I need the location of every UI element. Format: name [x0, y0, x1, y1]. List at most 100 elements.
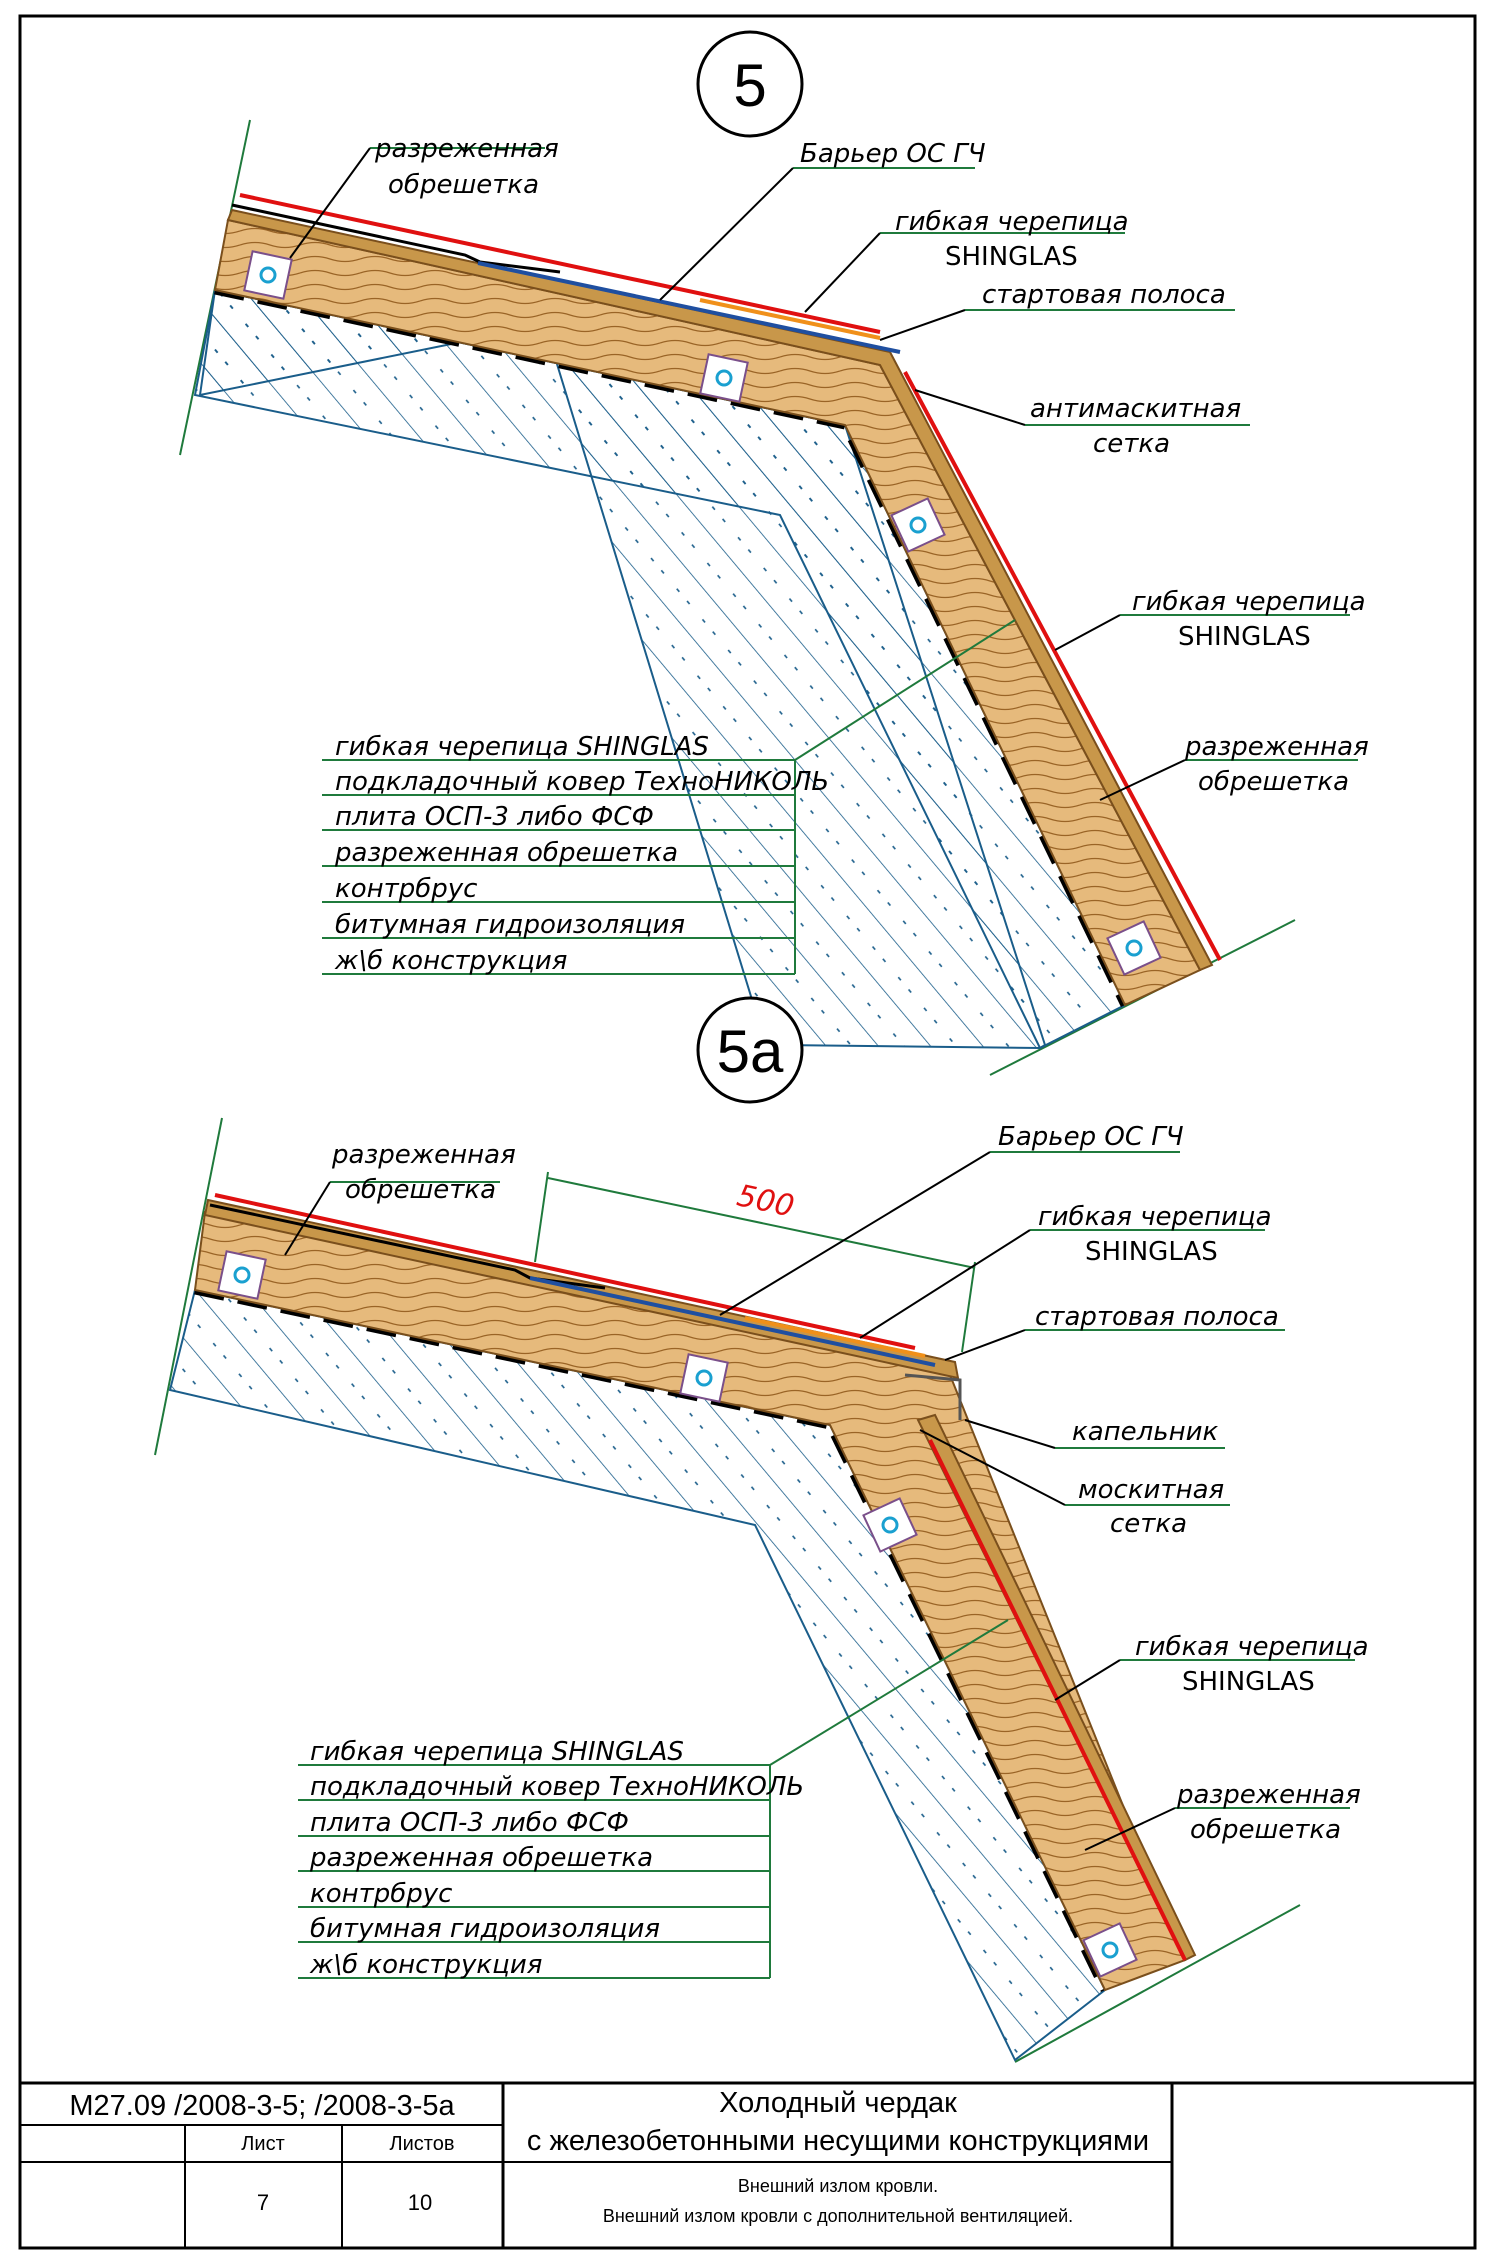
- detail-5-legend-leader: [794, 619, 1016, 761]
- description-line-2: Внешний излом кровли с дополнительной ве…: [603, 2206, 1073, 2226]
- detail-5a-lath-block: [217, 1250, 267, 1300]
- detail-5-layer-5: контрбрус: [335, 874, 477, 904]
- detail-5a-lath-block: [862, 1497, 918, 1553]
- detail-5a-layer-1: гибкая черепица SHINGLAS: [310, 1737, 684, 1767]
- detail-5a-shingles-top-label-1: гибкая черепица: [1038, 1202, 1272, 1232]
- detail-5-lathing-side-leader: [1099, 759, 1186, 801]
- detail-5a-dimension-line: [547, 1177, 976, 1269]
- detail-5a-lathing-top-leader: [284, 1181, 331, 1256]
- description-line-1: Внешний излом кровли.: [738, 2176, 938, 2196]
- detail-5a-lath-block: [679, 1353, 729, 1403]
- detail-5-shingles-side-label-2: SHINGLAS: [1178, 622, 1311, 652]
- detail-5a-shingles-top-leader: [859, 1229, 1031, 1339]
- detail-5-anti-mesh-label-1: антимаскитная: [1030, 394, 1241, 424]
- detail-5a-break-line-left: [154, 1117, 223, 1456]
- detail-5-lath-block: [1106, 920, 1162, 976]
- sheets-label: Листов: [390, 2133, 455, 2155]
- detail-5a-break-line-bottom: [1014, 1904, 1301, 2063]
- detail-5-layer-7: ж\б конструкция: [334, 946, 567, 976]
- detail-5a-starter-leader: [944, 1329, 1026, 1361]
- detail-5-layer-3: плита ОСП-3 либо ФСФ: [335, 802, 654, 832]
- detail-5a-drip-label: капельник: [1072, 1417, 1218, 1447]
- detail-5-shingles-top-leader: [804, 232, 881, 313]
- detail-5-osb: [226, 208, 1214, 972]
- detail-5a-shingles-side-leader: [1054, 1659, 1121, 1701]
- detail-5a-layer-2: подкладочный ковер ТехноНИКОЛЬ: [310, 1772, 804, 1802]
- detail-5-starter-leader: [879, 309, 966, 341]
- detail-5-shingles-side-leader: [1054, 614, 1121, 651]
- detail-5a-shingles-side-label-2: SHINGLAS: [1182, 1667, 1315, 1697]
- detail-5-shingles-top-label-1: гибкая черепица: [895, 207, 1129, 237]
- detail-5-lath-block: [243, 250, 293, 300]
- title-block: М27.09 /2008-3-5; /2008-3-5а Лист Листов…: [20, 2081, 1475, 2248]
- detail-5-number-circle: [696, 30, 804, 138]
- detail-5a-layer-legend: гибкая черепица SHINGLAS подкладочный ко…: [298, 1619, 1009, 1980]
- detail-5a-layer-3: плита ОСП-3 либо ФСФ: [310, 1808, 629, 1838]
- detail-5a-layer-6: битумная гидроизоляция: [310, 1914, 660, 1944]
- detail-5a-number: 5а: [717, 1018, 784, 1085]
- sheet-label: Лист: [241, 2133, 284, 2155]
- detail-5a-starter: [744, 1316, 926, 1358]
- detail-5a-drip-edge: [904, 1373, 962, 1420]
- detail-5-barrier: [477, 261, 901, 354]
- detail-5-lath-block: [699, 353, 749, 403]
- detail-5-starter-label: стартовая полоса: [982, 280, 1226, 310]
- detail-5a-starter-label: стартовая полоса: [1035, 1302, 1279, 1332]
- detail-5-number: 5: [733, 52, 766, 119]
- detail-5-layer-1: гибкая черепица SHINGLAS: [335, 732, 709, 762]
- detail-5a-shingles-top-label-2: SHINGLAS: [1085, 1237, 1218, 1267]
- detail-5a-fastener-icon: [695, 1369, 713, 1387]
- detail-5-layer-4: разреженная обрешетка: [334, 838, 678, 868]
- detail-5a-number-circle: [696, 996, 804, 1104]
- sheet-number: 7: [257, 2190, 269, 2215]
- detail-5a-lathing-top-label-1: разреженная: [331, 1140, 516, 1170]
- detail-5a-lathing-side-leader: [1084, 1807, 1176, 1851]
- detail-5a-barrier-label: Барьер ОС ГЧ: [998, 1122, 1184, 1152]
- detail-5-layer-2: подкладочный ковер ТехноНИКОЛЬ: [335, 767, 829, 797]
- detail-5-shingle-side: [903, 371, 1222, 961]
- detail-5-fastener-icon: [1125, 939, 1143, 957]
- title-line-2: с железобетонными несущими конструкциями: [527, 2125, 1149, 2157]
- detail-5-layer-6: битумная гидроизоляция: [335, 910, 685, 940]
- detail-5a-dimension-value: 500: [734, 1178, 797, 1224]
- detail-5-shingles-side-label-1: гибкая черепица: [1132, 587, 1366, 617]
- detail-5a-drip-leader: [964, 1419, 1056, 1449]
- detail-5-lathing-top-label-1: разреженная: [374, 134, 559, 164]
- detail-5-shingle-top: [239, 193, 881, 334]
- detail-5-shingles-top-label-2: SHINGLAS: [945, 242, 1078, 272]
- detail-5-anti-mesh-label-2: сетка: [1093, 429, 1170, 459]
- detail-5-lathing-side-label-1: разреженная: [1184, 732, 1369, 762]
- detail-5-lath-block: [890, 497, 946, 553]
- detail-5-barrier-leader: [659, 167, 794, 301]
- detail-5a-shingle-side: [928, 1439, 1187, 1961]
- detail-5-fastener-icon: [259, 266, 277, 284]
- detail-5a-underlay: [209, 1203, 606, 1290]
- sheet-frame: [18, 14, 1477, 2250]
- detail-5a-barrier-leader: [719, 1151, 991, 1316]
- detail-5a-layer-7: ж\б конструкция: [309, 1950, 542, 1980]
- title-line-1: Холодный чердак: [719, 2087, 957, 2119]
- detail-5a-dimension-ext-left: [534, 1171, 549, 1263]
- detail-5a-lathing-top-label-2: обрешетка: [345, 1175, 496, 1205]
- detail-5a-layer-4: разреженная обрешетка: [309, 1843, 653, 1873]
- detail-5a-mosquito-label-1: москитная: [1078, 1475, 1224, 1505]
- detail-5a-mosquito-label-2: сетка: [1110, 1509, 1187, 1539]
- detail-5-fastener-icon: [909, 516, 927, 534]
- detail-5a-fastener-icon: [233, 1266, 251, 1284]
- detail-5a-shingles-side-label-1: гибкая черепица: [1135, 1632, 1369, 1662]
- detail-5a-legend-leader: [769, 1619, 1009, 1766]
- detail-5-starter: [699, 298, 881, 340]
- detail-5-anti-mesh-leader: [914, 389, 1026, 426]
- detail-5a-barrier: [529, 1276, 936, 1367]
- detail-5a-shingle-top: [214, 1193, 916, 1350]
- detail-5-lathing-top-label-2: обрешетка: [388, 170, 539, 200]
- detail-5: 5 разреженная обреше: [179, 30, 1369, 1076]
- detail-5-underlay: [231, 203, 561, 274]
- detail-5a-fastener-icon: [881, 1516, 899, 1534]
- detail-5-lathing-side-label-2: обрешетка: [1198, 767, 1349, 797]
- detail-5a-lath-block: [1082, 1922, 1138, 1978]
- detail-5a-dimension-ext-right: [961, 1261, 976, 1353]
- detail-5a: 5а 500 разреженная: [154, 996, 1369, 2063]
- detail-5-barrier-label: Барьер ОС ГЧ: [800, 139, 986, 169]
